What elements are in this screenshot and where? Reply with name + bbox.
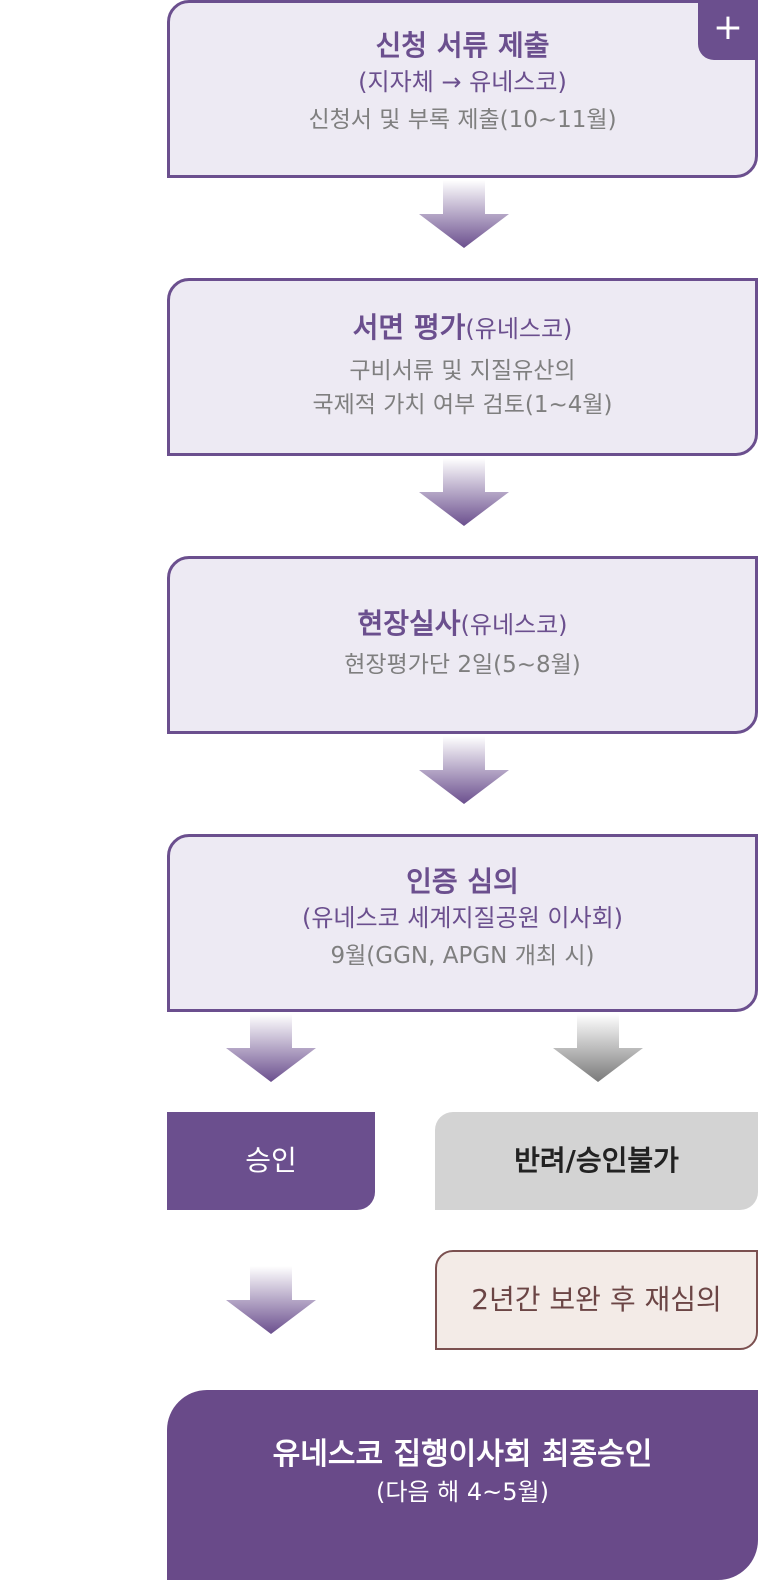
- down-arrow-icon: [226, 1014, 316, 1082]
- step-description: 9월(GGN, APGN 개최 시): [330, 943, 595, 969]
- down-arrow-gray-icon: [553, 1014, 643, 1082]
- down-arrow-icon: [419, 736, 509, 804]
- step-title-note: (유네스코): [460, 611, 568, 639]
- step-description: 현장평가단 2일(5~8월): [344, 652, 581, 678]
- step-description-line2: 국제적 가치 여부 검토(1~4월): [312, 392, 613, 418]
- outcome-recheck: 2년간 보완 후 재심의: [435, 1250, 758, 1350]
- final-approval: 유네스코 집행이사회 최종승인 (다음 해 4~5월): [167, 1390, 758, 1580]
- outcome-reject: 반려/승인불가: [435, 1112, 758, 1210]
- step-title: 신청 서류 제출: [375, 29, 550, 62]
- down-arrow-icon: [419, 180, 509, 248]
- step-document-review: 서면 평가(유네스코) 구비서류 및 지질유산의 국제적 가치 여부 검토(1~…: [167, 278, 758, 456]
- step-title: 현장실사(유네스코): [357, 607, 568, 640]
- down-arrow-icon: [419, 458, 509, 526]
- down-arrow-icon: [226, 1266, 316, 1334]
- plus-icon[interactable]: +: [698, 0, 758, 60]
- step-subtitle: (지자체 → 유네스코): [358, 68, 567, 96]
- step-title-note: (유네스코): [465, 315, 573, 343]
- step-application: 신청 서류 제출 (지자체 → 유네스코) 신청서 및 부록 제출(10~11월…: [167, 0, 758, 178]
- step-description: 신청서 및 부록 제출(10~11월): [308, 107, 617, 133]
- step-description-line1: 구비서류 및 지질유산의: [349, 358, 576, 384]
- final-subtitle: (다음 해 4~5월): [376, 1478, 549, 1506]
- step-subtitle: (유네스코 세계지질공원 이사회): [301, 904, 624, 932]
- step-title: 서면 평가(유네스코): [352, 311, 573, 344]
- outcome-approve: 승인: [167, 1112, 375, 1210]
- step-title: 인증 심의: [406, 865, 519, 898]
- step-site-inspection: 현장실사(유네스코) 현장평가단 2일(5~8월): [167, 556, 758, 734]
- final-title: 유네스코 집행이사회 최종승인: [272, 1437, 653, 1472]
- step-certification-review: 인증 심의 (유네스코 세계지질공원 이사회) 9월(GGN, APGN 개최 …: [167, 834, 758, 1012]
